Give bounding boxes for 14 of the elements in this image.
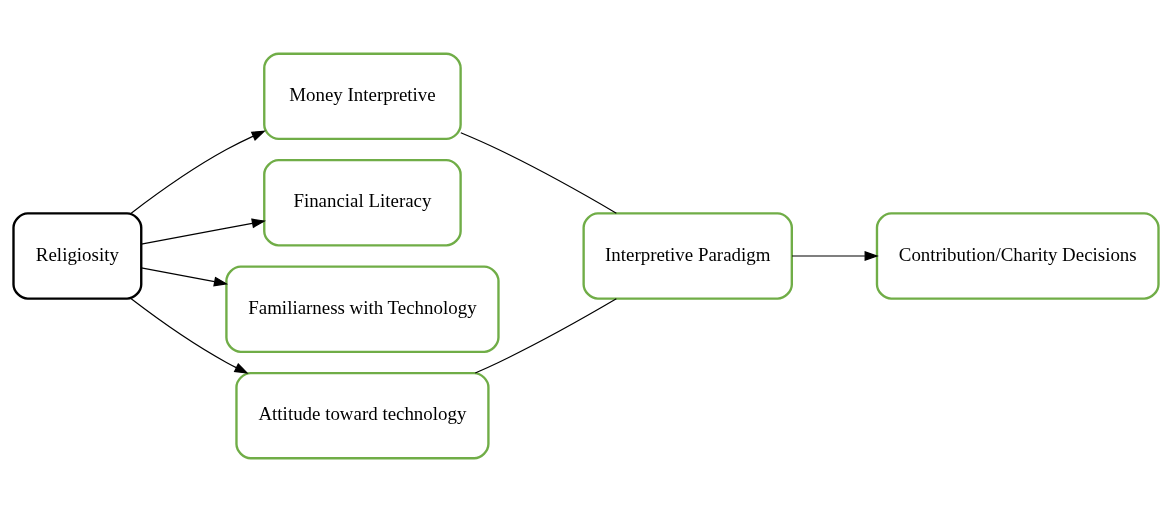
node-box: Religiosity (12, 211, 143, 300)
arrow (791, 250, 879, 261)
arrow (130, 130, 266, 214)
connector (474, 297, 617, 374)
node-box: Attitude toward technology (235, 371, 490, 459)
node-box: Contribution/Charity Decisions (875, 211, 1160, 300)
node-box: Familiarness with Technology (225, 264, 500, 353)
arrow (130, 297, 249, 374)
node-box: Interpretive Paradigm (582, 211, 793, 300)
node-box: Money Interpretive (263, 52, 462, 140)
arrow (140, 266, 229, 286)
connector (460, 131, 617, 214)
node-box: Financial Literacy (263, 158, 462, 247)
arrow (140, 217, 266, 245)
